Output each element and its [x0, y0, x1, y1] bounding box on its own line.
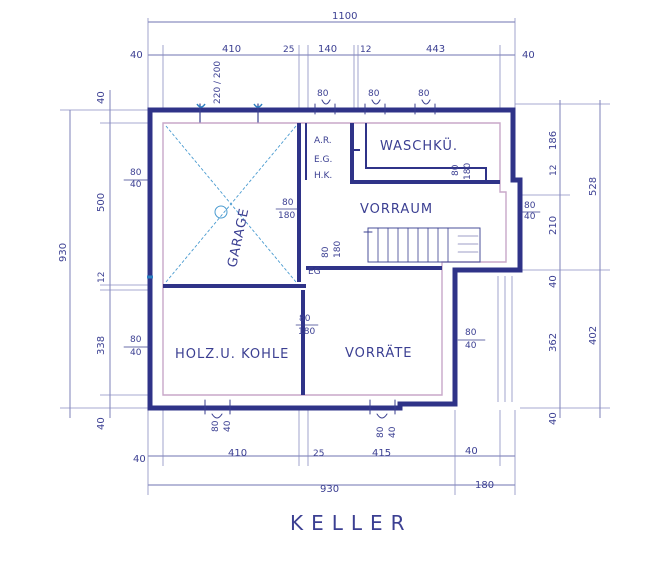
top-dimension-chain: 1100 40 410 25 140 12 443 40 [130, 11, 535, 112]
bottom-dimension-chain: 40 410 25 415 40 930 180 [133, 410, 516, 495]
dim-right-210: 210 [548, 216, 559, 235]
win-bottom-80b: 80 [376, 426, 386, 438]
win-top-80a: 80 [317, 89, 329, 99]
dim-bottom-40b: 40 [465, 446, 478, 457]
dim-top-40a: 40 [130, 50, 143, 61]
win-left-80b: 80 [130, 335, 142, 345]
dim-right-528: 528 [588, 177, 599, 196]
dim-bottom-415: 415 [372, 448, 391, 459]
dim-left-338: 338 [96, 336, 107, 355]
door-stair-180: 180 [333, 241, 343, 258]
door-garage-80: 80 [282, 198, 294, 208]
room-label-hk: H.K. [314, 171, 332, 181]
window-marks-right: 80 40 80 40 [457, 201, 541, 351]
win-bottom-40b: 40 [388, 426, 398, 438]
dim-top-25: 25 [283, 45, 294, 55]
dim-top-total: 1100 [332, 11, 357, 22]
win-top-80c: 80 [418, 89, 430, 99]
room-label-eg: E.G. [314, 155, 332, 165]
drawing-title: KELLER [290, 511, 413, 535]
door-vorrate-180: 180 [298, 327, 315, 337]
win-right-40b: 40 [465, 341, 477, 351]
room-label-waschkueche: WASCHKÜ. [380, 137, 458, 154]
dim-top-40b: 40 [522, 50, 535, 61]
room-labels: GARAGE WASCHKÜ. VORRAUM HOLZ.U. KOHLE VO… [175, 136, 458, 362]
dim-left-40b: 40 [96, 417, 107, 430]
dim-bottom-40a: 40 [133, 454, 146, 465]
room-label-ar: A.R. [314, 136, 332, 146]
garage-door-opening: 220 / 200 [196, 61, 263, 123]
dim-top-12: 12 [360, 45, 371, 55]
dim-right-40: 40 [548, 275, 559, 288]
outer-walls [147, 107, 523, 411]
dim-top-410: 410 [222, 44, 241, 55]
win-bottom-80a: 80 [211, 420, 221, 432]
win-left-80a: 80 [130, 168, 142, 178]
win-left-40b: 40 [130, 348, 142, 358]
right-dimension-chain: 12 186 210 40 362 40 528 402 [515, 100, 610, 425]
dim-right-402: 402 [588, 326, 599, 345]
dim-left-12: 12 [97, 272, 107, 283]
staircase [363, 227, 481, 263]
dim-bottom-410: 410 [228, 448, 247, 459]
dim-right-12: 12 [549, 165, 559, 176]
dim-left-930: 930 [58, 243, 69, 262]
win-left-40a: 40 [130, 180, 142, 190]
door-wasch-180: 180 [463, 163, 473, 180]
door-vorrate-80: 80 [299, 314, 311, 324]
window-marks-top: 80 80 80 [314, 89, 436, 115]
interior-walls [163, 123, 500, 395]
win-right-40: 40 [524, 212, 536, 222]
room-label-eg2: EG [308, 267, 321, 277]
right-annex-lines [497, 276, 513, 402]
door-marks-interior: 80 180 80 180 80 180 80 180 [275, 163, 473, 337]
dim-left-40a: 40 [96, 91, 107, 104]
room-label-vorraete: VORRÄTE [345, 345, 412, 361]
room-label-garage: GARAGE [225, 207, 252, 269]
win-right-80: 80 [524, 201, 536, 211]
window-marks-left: 80 40 80 40 [123, 168, 153, 358]
dim-top-140: 140 [318, 44, 337, 55]
door-garage-180: 180 [278, 211, 295, 221]
dim-top-443: 443 [426, 44, 445, 55]
door-wasch-80: 80 [451, 164, 461, 176]
win-top-80b: 80 [368, 89, 380, 99]
dim-bottom-180: 180 [475, 480, 494, 491]
window-marks-bottom: 80 40 80 40 [204, 399, 398, 438]
dim-right-40b: 40 [548, 412, 559, 425]
win-bottom-40a: 40 [223, 420, 233, 432]
garage-door-dim: 220 / 200 [213, 61, 223, 104]
dim-left-500: 500 [96, 193, 107, 212]
room-label-vorraum: VORRAUM [360, 202, 433, 217]
dim-bottom-25: 25 [313, 449, 324, 459]
dim-right-186: 186 [548, 131, 559, 150]
dim-bottom-930: 930 [320, 484, 339, 495]
left-dimension-chain: 40 500 12 338 40 930 [58, 90, 150, 430]
door-stair-80: 80 [321, 246, 331, 258]
win-right-80b: 80 [465, 328, 477, 338]
room-label-holz-kohle: HOLZ.U. KOHLE [175, 347, 289, 362]
dim-right-362: 362 [548, 333, 559, 352]
garage-diagonals [165, 125, 297, 283]
